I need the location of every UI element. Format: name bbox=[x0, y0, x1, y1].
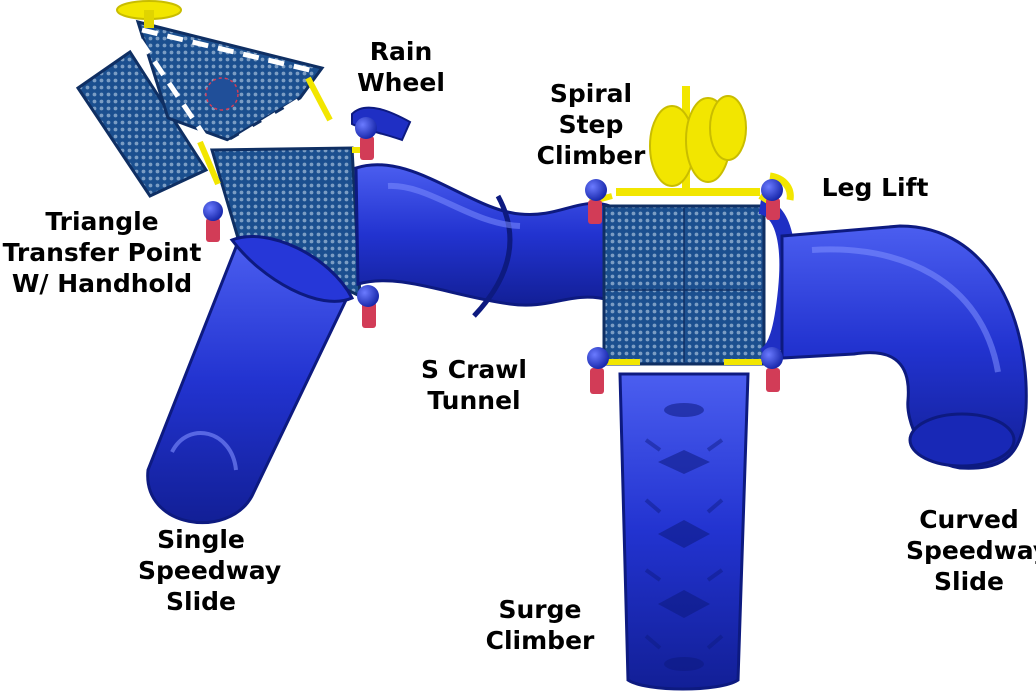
label-line: Slide bbox=[934, 567, 1004, 596]
label-line: Transfer Point bbox=[2, 238, 202, 267]
label-curved-speedway-slide: Curved Speedway Slide bbox=[906, 504, 1036, 597]
label-line: Speedway bbox=[138, 556, 282, 585]
label-s-crawl-tunnel: S Crawl Tunnel bbox=[410, 354, 538, 416]
label-line: Climber bbox=[485, 626, 595, 655]
label-spiral-step-climber: Spiral Step Climber bbox=[526, 78, 656, 171]
label-rain-wheel: Rain Wheel bbox=[346, 36, 456, 98]
label-line: Wheel bbox=[357, 68, 445, 97]
label-line: S Crawl bbox=[421, 355, 527, 384]
label-line: Speedway bbox=[906, 536, 1036, 565]
label-line: Tunnel bbox=[427, 386, 521, 415]
surge-climber bbox=[618, 372, 750, 691]
label-line: Single bbox=[157, 525, 245, 554]
transfer-platform bbox=[75, 19, 362, 299]
curved-speedway-slide bbox=[780, 224, 1028, 470]
label-line: Slide bbox=[166, 587, 236, 616]
label-line: Spiral bbox=[549, 79, 633, 108]
label-line: Step bbox=[558, 110, 624, 139]
main-deck bbox=[602, 204, 766, 366]
label-surge-climber: Surge Climber bbox=[476, 594, 604, 656]
spiral-step-climber bbox=[616, 86, 760, 196]
label-leg-lift: Leg Lift bbox=[810, 172, 940, 203]
label-line: Triangle bbox=[45, 207, 159, 236]
post-caps bbox=[203, 117, 783, 369]
label-line: Climber bbox=[536, 141, 646, 170]
label-line: Curved bbox=[919, 505, 1019, 534]
label-single-speedway-slide: Single Speedway Slide bbox=[138, 524, 282, 617]
single-speedway-slide bbox=[146, 235, 355, 525]
label-triangle-transfer-point: Triangle Transfer Point W/ Handhold bbox=[0, 206, 204, 299]
posts bbox=[206, 136, 780, 394]
label-line: W/ Handhold bbox=[11, 269, 193, 298]
label-line: Surge bbox=[498, 595, 582, 624]
s-crawl-tunnel bbox=[354, 163, 612, 318]
steering-wheel-icon bbox=[116, 0, 182, 28]
label-line: Leg Lift bbox=[821, 173, 929, 202]
label-line: Rain bbox=[369, 37, 433, 66]
